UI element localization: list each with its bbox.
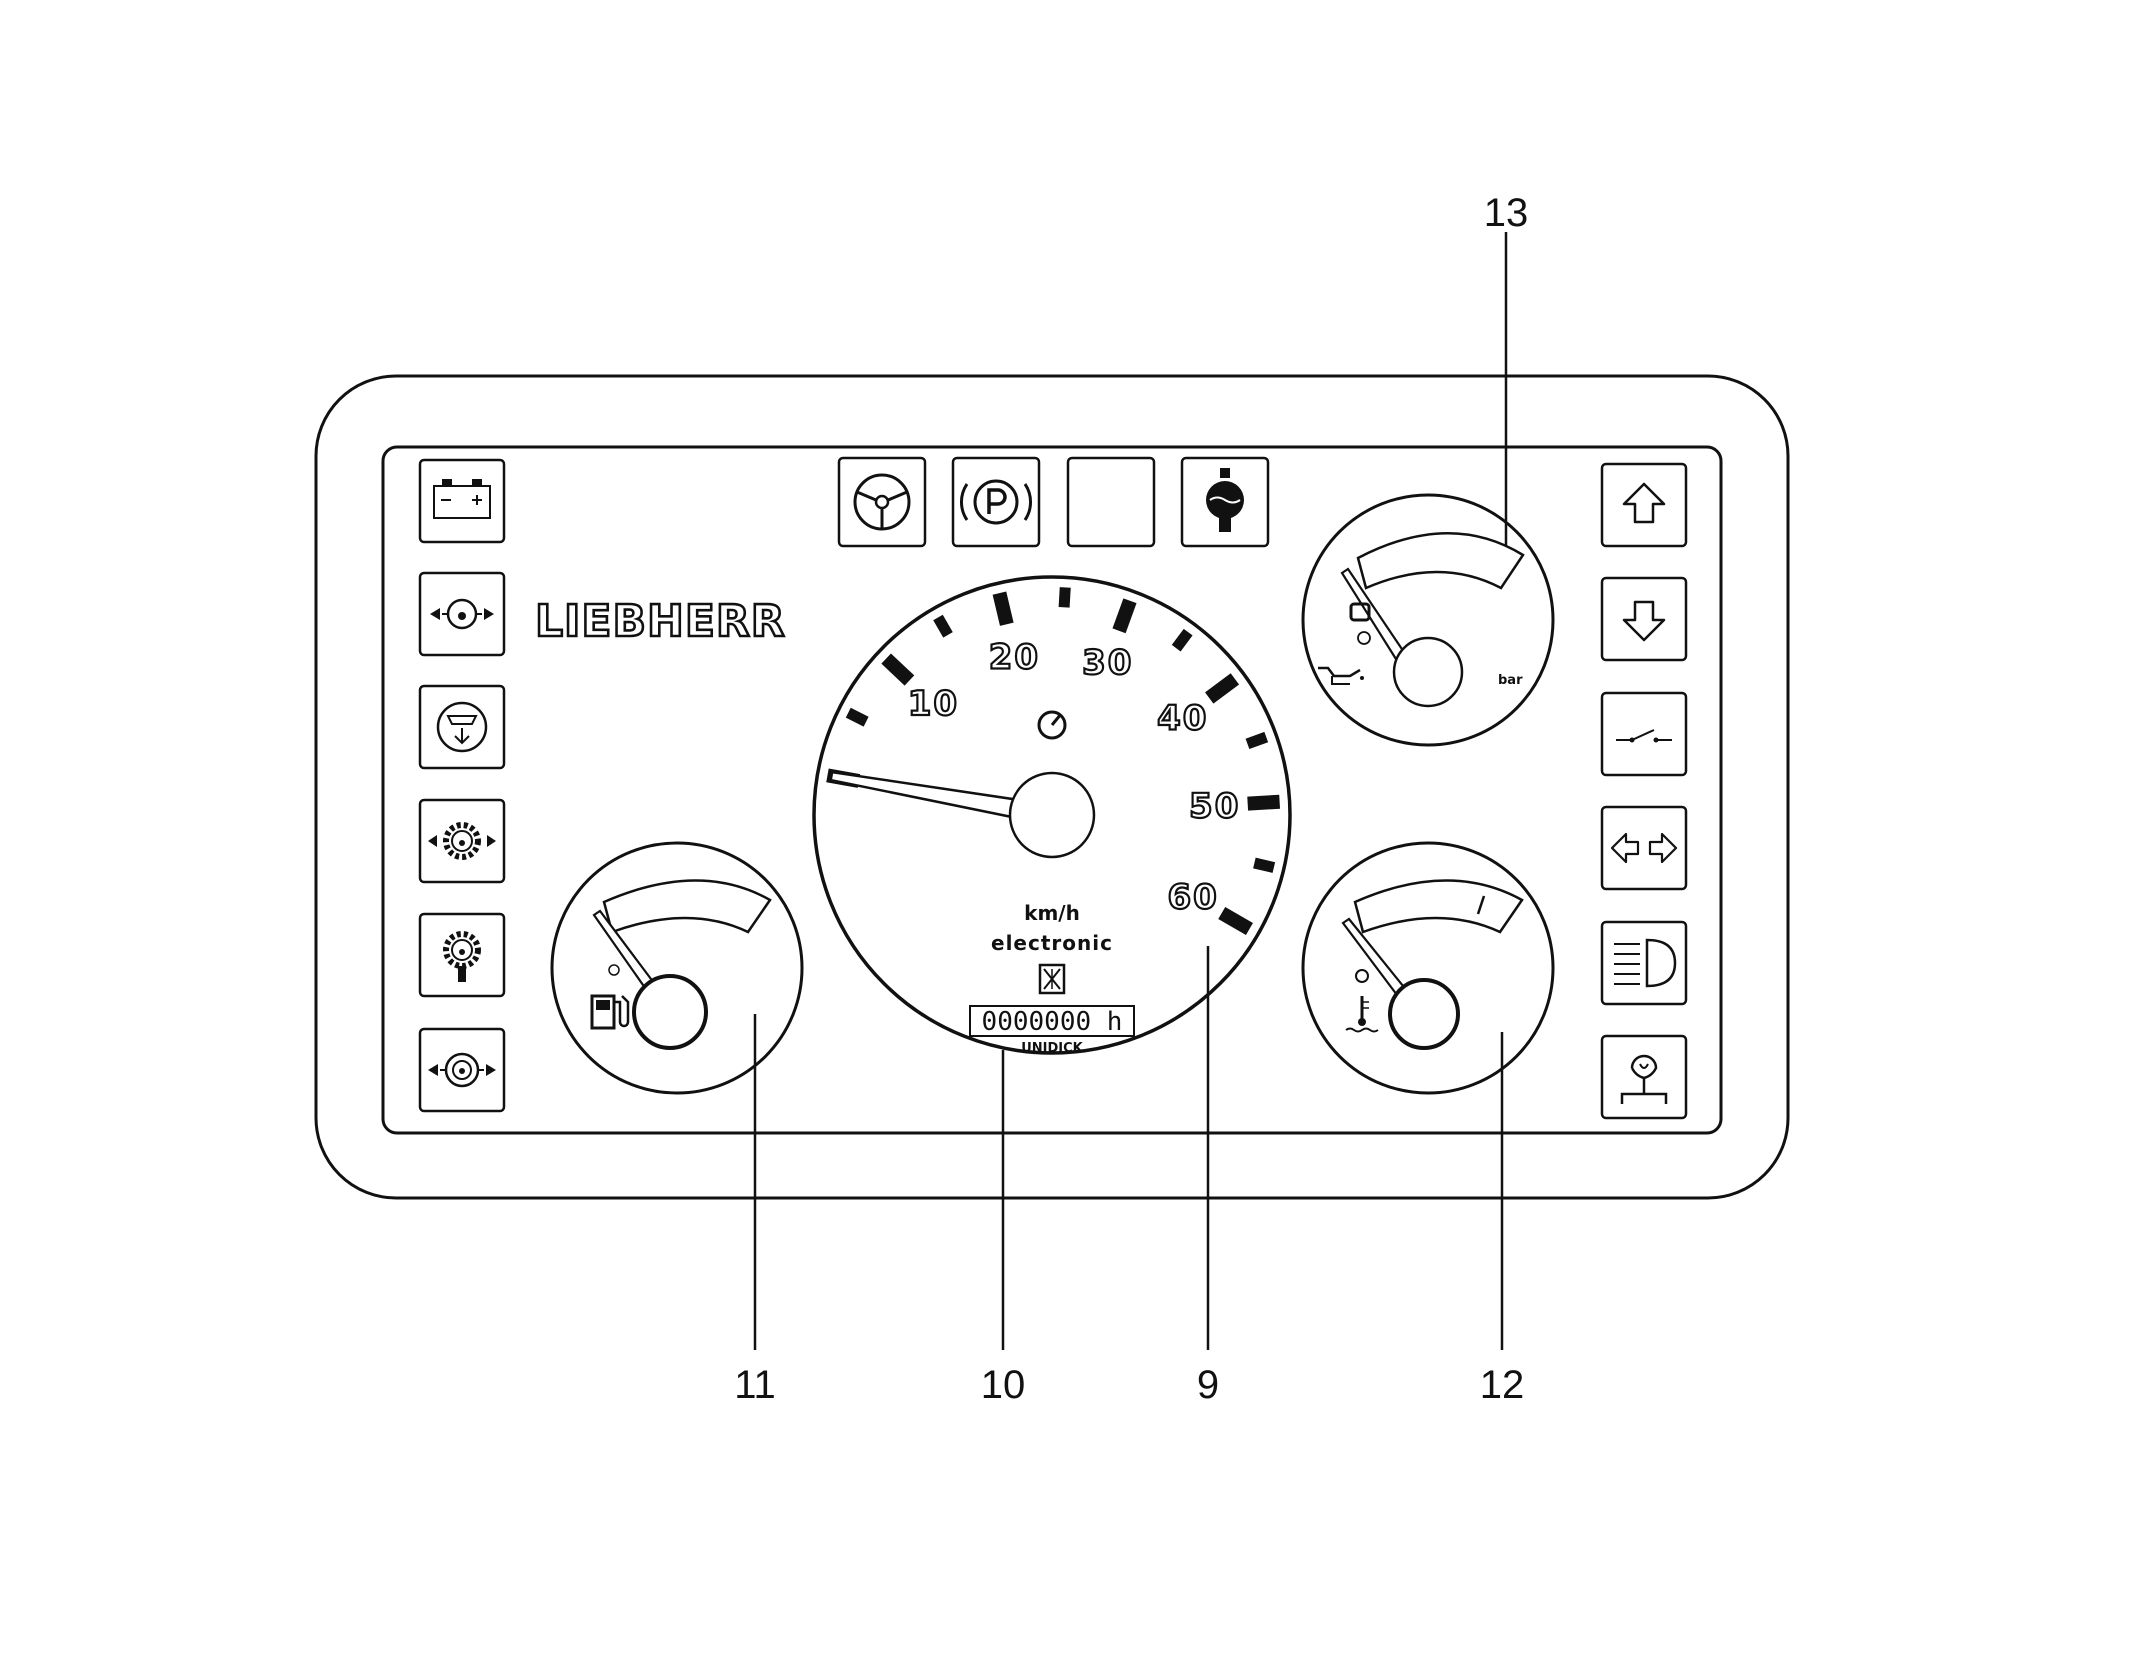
oil-can-icon — [1318, 666, 1364, 685]
speed-tick-10 — [881, 653, 915, 686]
parking-brake-lamp — [951, 456, 1041, 548]
speed-tick-60 — [1218, 906, 1253, 936]
arrow-up-icon — [1622, 482, 1666, 524]
speed-tick-20 — [992, 591, 1014, 626]
hour-counter-window — [969, 1005, 1135, 1037]
shift-down-lamp — [1600, 576, 1688, 662]
speed-label-30: 30 — [1082, 643, 1133, 683]
transmission-oil-temperature-icon — [443, 931, 481, 982]
high-beam-lamp — [1600, 920, 1688, 1006]
speed-label-50: 50 — [1189, 787, 1240, 827]
speed-tick-25 — [1058, 587, 1071, 608]
right-lamp-column — [1600, 462, 1688, 1120]
fuel-gauge-pivot-mark — [608, 964, 620, 976]
transmission-oil-temperature-lamp — [418, 912, 506, 998]
speed-tick-15 — [933, 614, 953, 638]
air-filter-icon — [436, 701, 488, 753]
speed-subtitle: electronic — [991, 931, 1113, 955]
engine-oil-pressure-icon — [430, 598, 494, 630]
coolant-temperature-gauge — [1301, 841, 1555, 1095]
tachograph-symbol-icon — [1037, 710, 1067, 740]
speed-label-10: 10 — [908, 684, 959, 724]
speed-tick-50 — [1247, 794, 1281, 811]
oil-gauge-scale-band — [1356, 532, 1525, 590]
liebherr-logo: LIEBHERR — [535, 596, 786, 647]
panel-inner-bezel — [381, 445, 1723, 1135]
top-lamp-row — [837, 456, 1270, 548]
callout-9: 9 — [1197, 1363, 1219, 1407]
callout-10: 10 — [981, 1363, 1026, 1407]
speed-label-60: 60 — [1167, 878, 1218, 918]
coolant-level-icon — [1206, 468, 1244, 532]
oil-gauge-hub — [1392, 636, 1464, 708]
coolant-level-lamp — [1180, 456, 1270, 548]
arrow-down-icon — [1622, 600, 1666, 642]
preheat-lamp — [1600, 1034, 1688, 1120]
battery-charge-lamp — [418, 458, 506, 544]
callout-11: 11 — [734, 1363, 776, 1407]
shift-up-lamp — [1600, 462, 1688, 548]
turn-signal-icon — [1610, 832, 1678, 864]
oil-gauge-dial — [1301, 493, 1555, 747]
speed-tick-5 — [845, 707, 869, 727]
speed-tick-35 — [1171, 628, 1193, 652]
fuel-gauge-hub — [632, 974, 708, 1050]
high-beam-icon — [1614, 938, 1677, 988]
callout-13: 13 — [1484, 191, 1529, 235]
panel-outer-housing — [314, 374, 1790, 1200]
hour-counter: 0000000 h — [982, 1007, 1123, 1037]
brake-pressure-lamp — [418, 1027, 506, 1113]
preheat-icon — [1620, 1054, 1668, 1104]
speedometer: 10 20 30 40 50 60 km/h electronic 000000… — [812, 575, 1292, 1056]
coolant-gauge-pivot-mark — [1355, 969, 1369, 983]
parking-brake-icon — [960, 479, 1032, 525]
coolant-temperature-icon — [1345, 996, 1379, 1033]
fuel-gauge-scale-band — [602, 879, 772, 934]
oil-pressure-unit: bar — [1498, 673, 1523, 688]
fuel-gauge — [550, 841, 804, 1095]
brake-pressure-icon — [428, 1052, 496, 1088]
speed-tick-30 — [1112, 598, 1137, 634]
speed-unit: km/h — [1024, 901, 1080, 925]
switch-icon — [1616, 729, 1672, 743]
speed-tick-45 — [1245, 731, 1269, 750]
coolant-gauge-scale-band — [1353, 879, 1524, 934]
coolant-gauge-hub — [1388, 978, 1460, 1050]
transmission-oil-pressure-icon — [428, 822, 496, 860]
switch-lamp — [1600, 691, 1688, 777]
fuel-pump-icon — [590, 994, 630, 1030]
blank-lamp — [1066, 456, 1156, 548]
callouts: 13 11 10 9 12 — [734, 191, 1528, 1407]
air-filter-lamp — [418, 684, 506, 770]
hourglass-icon — [1038, 963, 1066, 995]
coolant-gauge-warning-mark — [1476, 895, 1486, 915]
oil-gauge-pivot-mark — [1357, 631, 1371, 645]
speed-label-40: 40 — [1157, 699, 1208, 739]
speed-label-20: 20 — [989, 637, 1040, 677]
engine-oil-pressure-lamp — [418, 571, 506, 657]
oil-pressure-gauge: bar — [1301, 493, 1555, 747]
steering-lamp — [837, 456, 927, 548]
battery-charge-icon — [433, 479, 491, 519]
left-lamp-column — [418, 458, 506, 1113]
steering-wheel-icon — [853, 473, 911, 531]
speed-tick-55 — [1253, 857, 1276, 873]
speedometer-hub — [1008, 771, 1096, 859]
callout-12: 12 — [1480, 1363, 1525, 1407]
counter-maker-label: UNIDICK — [1021, 1041, 1083, 1056]
speed-tick-40 — [1205, 673, 1240, 704]
turn-signal-lamp — [1600, 805, 1688, 891]
transmission-oil-pressure-lamp — [418, 798, 506, 884]
oil-gauge-pointer-tip — [1349, 602, 1371, 622]
